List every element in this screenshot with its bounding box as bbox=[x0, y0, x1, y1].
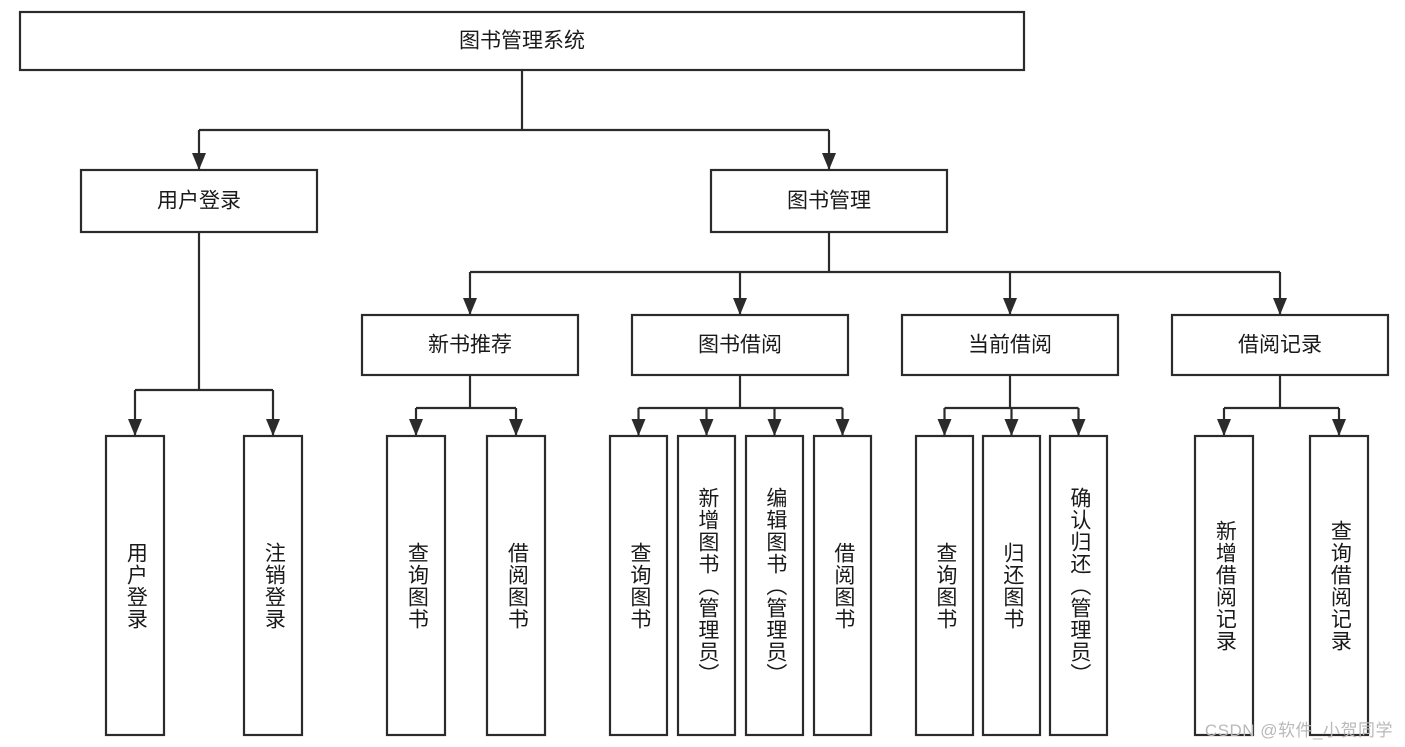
node-box-leaf-logout[interactable] bbox=[242, 434, 304, 737]
arrow-head-book-borrow bbox=[733, 298, 747, 315]
box-layer bbox=[18, 10, 1390, 737]
node-label-root: 图书管理系统 bbox=[459, 30, 585, 53]
node-box-new-book-recommend[interactable] bbox=[360, 313, 580, 377]
arrow-head-leaf-add-book-admin bbox=[699, 419, 714, 436]
arrow-head-leaf-query-book-recommend bbox=[409, 419, 423, 436]
node-box-book-borrow[interactable] bbox=[630, 313, 850, 377]
node-label-current-borrow: 当前借阅 bbox=[968, 334, 1052, 357]
arrow-head-leaf-add-borrow-record bbox=[1217, 419, 1231, 436]
node-box-root[interactable] bbox=[18, 10, 1026, 72]
node-box-leaf-query-borrow-record[interactable] bbox=[1308, 434, 1370, 737]
node-label-new-book-recommend: 新书推荐 bbox=[428, 334, 512, 357]
node-box-leaf-borrow-book-recommend[interactable] bbox=[485, 434, 547, 737]
node-box-leaf-query-book-current[interactable] bbox=[914, 434, 975, 737]
arrow-head-leaf-borrow-book bbox=[835, 419, 850, 436]
arrow-head-leaf-confirm-return-admin bbox=[1071, 419, 1086, 436]
arrow-head-leaf-query-book-borrow bbox=[631, 419, 646, 436]
node-box-user-login[interactable] bbox=[79, 168, 319, 234]
node-label-book-borrow: 图书借阅 bbox=[698, 334, 782, 357]
node-box-borrow-record[interactable] bbox=[1170, 313, 1390, 377]
arrow-head-leaf-borrow-book-recommend bbox=[509, 419, 523, 436]
arrow-head-leaf-edit-book-admin bbox=[767, 419, 782, 436]
arrow-head-leaf-query-book-current bbox=[937, 419, 952, 436]
node-box-leaf-add-book-admin[interactable] bbox=[676, 434, 737, 737]
arrow-head-current-borrow bbox=[1003, 298, 1017, 315]
node-box-leaf-return-book[interactable] bbox=[981, 434, 1042, 737]
arrow-head-leaf-logout bbox=[266, 419, 280, 436]
node-box-leaf-user-login[interactable] bbox=[104, 434, 166, 737]
node-box-current-borrow[interactable] bbox=[900, 313, 1120, 377]
arrow-head-leaf-user-login bbox=[128, 419, 142, 436]
node-box-leaf-query-book-recommend[interactable] bbox=[385, 434, 447, 737]
arrow-head-leaf-return-book bbox=[1004, 419, 1019, 436]
arrow-head-borrow-record bbox=[1273, 298, 1287, 315]
node-box-leaf-add-borrow-record[interactable] bbox=[1193, 434, 1255, 737]
arrow-head-book-management bbox=[822, 153, 836, 170]
watermark-text: CSDN @软件_小贺同学 bbox=[1204, 721, 1393, 740]
node-box-leaf-edit-book-admin[interactable] bbox=[744, 434, 805, 737]
arrow-head-new-book-recommend bbox=[463, 298, 477, 315]
node-box-leaf-query-book-borrow[interactable] bbox=[608, 434, 669, 737]
node-box-leaf-confirm-return-admin[interactable] bbox=[1048, 434, 1109, 737]
connector-layer bbox=[128, 70, 1346, 436]
node-label-user-login: 用户登录 bbox=[157, 190, 241, 213]
node-label-borrow-record: 借阅记录 bbox=[1238, 334, 1322, 357]
node-box-book-management[interactable] bbox=[709, 168, 949, 234]
arrow-head-user-login bbox=[192, 153, 206, 170]
arrow-head-leaf-query-borrow-record bbox=[1332, 419, 1346, 436]
node-label-book-management: 图书管理 bbox=[787, 190, 871, 213]
node-box-leaf-borrow-book[interactable] bbox=[812, 434, 873, 737]
